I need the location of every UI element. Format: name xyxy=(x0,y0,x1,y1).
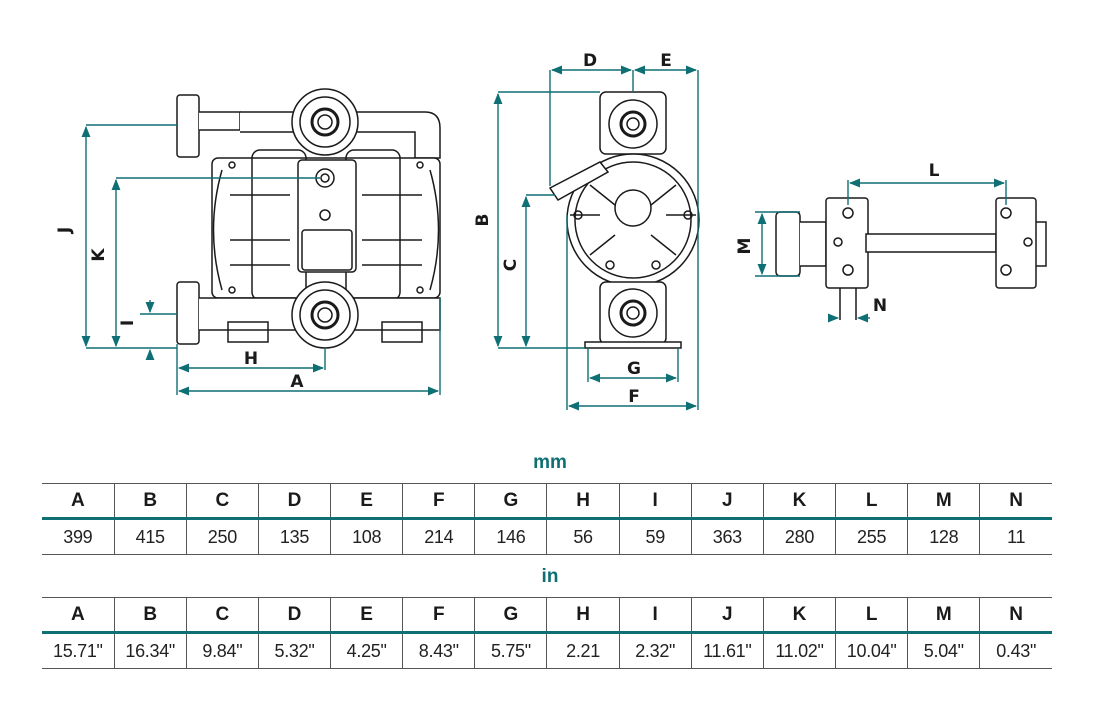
in-value-B: 16.34" xyxy=(113,632,187,669)
dim-label-D: D xyxy=(583,51,597,71)
mm-header-E: E xyxy=(330,483,403,520)
dim-label-M: M xyxy=(735,238,755,255)
in-value-K: 11.02" xyxy=(762,632,836,669)
in-header-L: L xyxy=(835,597,908,634)
in-value-A: 15.71" xyxy=(42,632,115,669)
dim-label-N: N xyxy=(873,296,887,316)
mm-header-F: F xyxy=(402,483,475,520)
mm-value-H: 56 xyxy=(546,518,620,555)
mm-header-N: N xyxy=(979,483,1052,520)
mm-header-M: M xyxy=(907,483,980,520)
front-dimension-lines xyxy=(81,124,441,396)
mm-header-H: H xyxy=(546,483,620,520)
top-view xyxy=(775,197,1047,320)
mm-value-B: 415 xyxy=(113,518,187,555)
dim-label-K: K xyxy=(89,248,109,262)
mm-value-L: 255 xyxy=(835,518,908,555)
in-value-F: 8.43" xyxy=(402,632,475,669)
in-value-D: 5.32" xyxy=(257,632,331,669)
mm-value-G: 146 xyxy=(474,518,547,555)
mm-value-C: 250 xyxy=(185,518,259,555)
dim-label-G: G xyxy=(627,359,641,379)
mm-value-F: 214 xyxy=(402,518,475,555)
mm-header-J: J xyxy=(690,483,764,520)
mm-header-A: A xyxy=(42,483,115,520)
mm-header-G: G xyxy=(474,483,547,520)
mm-value-N: 11 xyxy=(979,518,1052,555)
dim-label-J: J xyxy=(55,227,75,234)
mm-value-K: 280 xyxy=(762,518,836,555)
mm-value-J: 363 xyxy=(690,518,764,555)
in-value-H: 2.21 xyxy=(546,632,620,669)
mm-header-I: I xyxy=(618,483,692,520)
mm-header-B: B xyxy=(113,483,187,520)
side-dimension-lines xyxy=(493,65,699,411)
dim-label-H: H xyxy=(244,349,258,369)
dim-label-C: C xyxy=(501,259,521,271)
mm-header-D: D xyxy=(257,483,331,520)
in-header-E: E xyxy=(330,597,403,634)
mm-header-L: L xyxy=(835,483,908,520)
in-header-D: D xyxy=(257,597,331,634)
in-header-J: J xyxy=(690,597,764,634)
in-value-M: 5.04" xyxy=(907,632,980,669)
mm-value-D: 135 xyxy=(257,518,331,555)
in-header-G: G xyxy=(474,597,547,634)
mm-table-title: mm xyxy=(533,452,567,473)
dim-label-I: I xyxy=(118,320,138,326)
in-header-I: I xyxy=(618,597,692,634)
mm-value-M: 128 xyxy=(907,518,980,555)
in-value-E: 4.25" xyxy=(330,632,403,669)
dim-label-F: F xyxy=(628,387,640,407)
in-header-H: H xyxy=(546,597,620,634)
dim-label-A: A xyxy=(290,372,304,392)
in-header-M: M xyxy=(907,597,980,634)
mm-value-A: 399 xyxy=(42,518,115,555)
mm-value-E: 108 xyxy=(330,518,403,555)
dim-label-B: B xyxy=(473,214,493,227)
in-header-C: C xyxy=(185,597,259,634)
in-table-title: in xyxy=(541,566,559,587)
top-dimension-lines xyxy=(755,178,1007,323)
mm-header-K: K xyxy=(762,483,836,520)
mm-header-C: C xyxy=(185,483,259,520)
in-header-F: F xyxy=(402,597,475,634)
in-header-A: A xyxy=(42,597,115,634)
in-value-C: 9.84" xyxy=(185,632,259,669)
in-value-I: 2.32" xyxy=(618,632,692,669)
dim-label-E: E xyxy=(660,51,672,71)
side-view xyxy=(548,91,700,349)
in-header-N: N xyxy=(979,597,1052,634)
in-header-K: K xyxy=(762,597,836,634)
in-value-G: 5.75" xyxy=(474,632,547,669)
in-value-J: 11.61" xyxy=(690,632,764,669)
in-value-N: 0.43" xyxy=(979,632,1052,669)
in-header-B: B xyxy=(113,597,187,634)
dim-label-L: L xyxy=(929,161,940,181)
in-value-L: 10.04" xyxy=(835,632,908,669)
mm-value-I: 59 xyxy=(618,518,692,555)
front-view xyxy=(176,88,441,349)
pump-dimension-drawing: J K I H A xyxy=(55,51,1047,411)
